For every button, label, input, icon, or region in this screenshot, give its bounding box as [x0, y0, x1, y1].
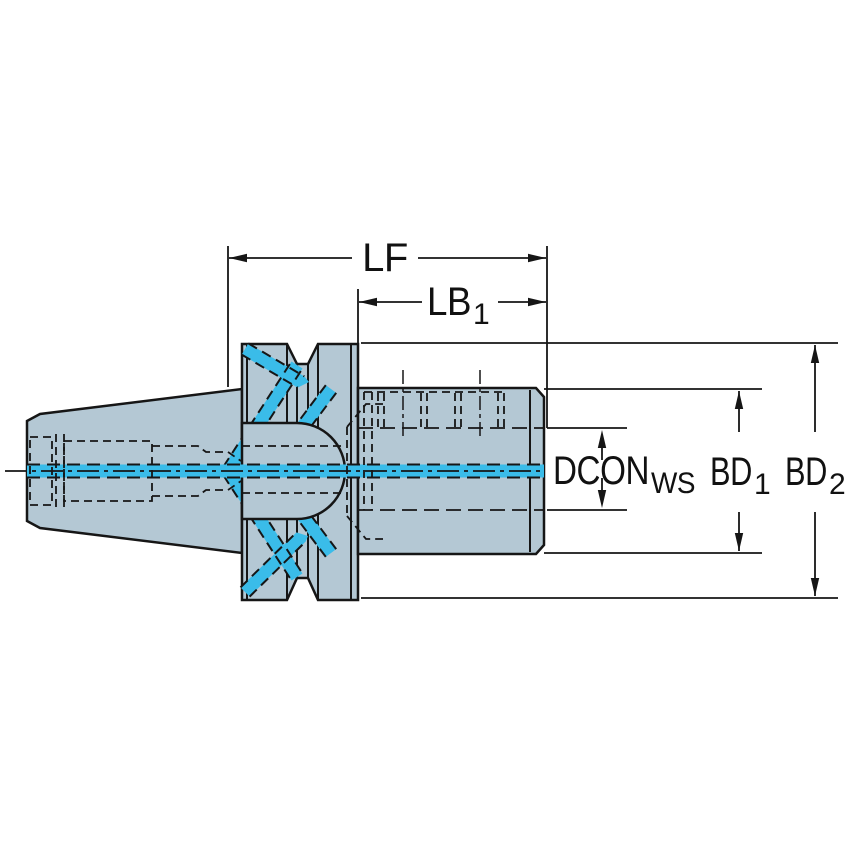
- lf-label: LF: [362, 236, 408, 280]
- lb1-label: LB: [427, 280, 471, 324]
- dimension-labels: LF LB 1 DCON WS BD 1 BD 2: [362, 236, 846, 501]
- dimension-arrowheads: [229, 253, 820, 596]
- bd2-label: BD: [785, 450, 827, 494]
- hidden-bore-long-dash: [358, 427, 544, 511]
- dcon-subscript: WS: [651, 467, 695, 500]
- dimension-bd1: [544, 388, 762, 554]
- dimension-bd2: [361, 342, 838, 599]
- dimension-dcon-ws: [547, 427, 627, 511]
- dcon-label: DCON: [553, 449, 649, 493]
- lb1-subscript: 1: [473, 298, 489, 331]
- bd2-subscript: 2: [829, 468, 845, 501]
- bd1-label: BD: [710, 450, 752, 494]
- bd1-subscript: 1: [754, 468, 770, 501]
- hidden-bore-lines: [29, 391, 505, 540]
- screw-center-lines: [402, 370, 481, 438]
- set-screw-holes: [377, 393, 505, 427]
- dimension-lf: [227, 246, 548, 428]
